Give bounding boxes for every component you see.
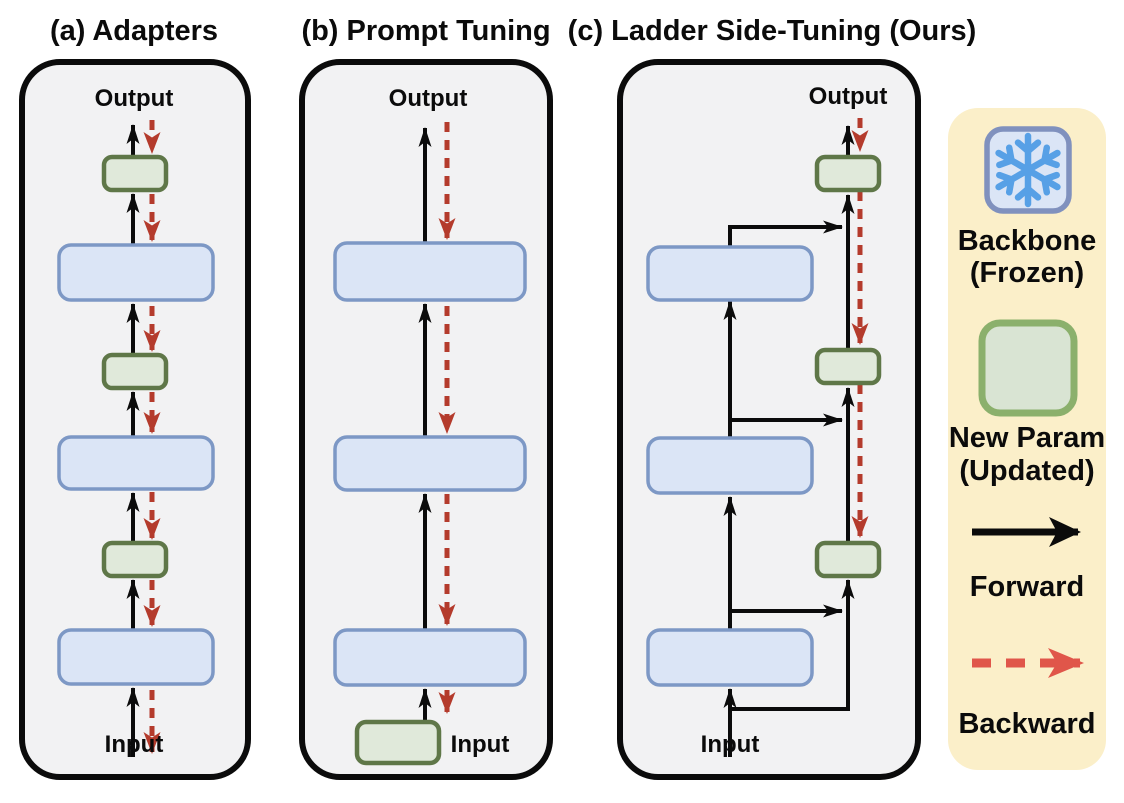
legend-backbone-sublabel: (Frozen) [970,257,1084,289]
ladder-branch-arrow [730,579,855,711]
panel-b-prompt-block [354,719,442,766]
panel-c-title: (c) Ladder Side-Tuning (Ours) [568,15,977,47]
legend-backbone-label: Backbone [958,225,1097,257]
panel-c-forward-arrows [723,125,855,757]
panel-a-backbone-block-2 [57,435,215,491]
legend-forward-label: Forward [970,571,1084,603]
panel-b-backbone-block-1 [333,241,527,302]
panel-c-side-block-1 [814,154,882,193]
legend-new-param-swatch [978,319,1078,417]
panel-b-input-label: Input [451,731,510,758]
panel-a-backbone-block-1 [57,243,215,302]
panel-c-side-block-2 [814,347,882,386]
panel-a-adapter-block-1 [101,154,169,193]
panel-b-prompt-tuning: Output Input [299,59,553,780]
panel-a-adapter-block-3 [101,540,169,579]
panel-c-output-label: Output [809,83,888,110]
panel-b-title: (b) Prompt Tuning [301,15,550,47]
panel-a-adapters: Output Input [19,59,251,780]
panel-b-backbone-block-3 [333,628,527,687]
panel-c-backbone-block-2 [646,436,814,495]
legend-panel [948,108,1106,770]
panel-b-backbone-block-2 [333,435,527,492]
legend-new-param-label: New Param [949,422,1105,454]
panel-a-adapter-block-2 [101,352,169,391]
legend-backward-label: Backward [958,708,1095,740]
legend: Backbone (Frozen) New Param (Updated) Fo… [948,108,1106,770]
panel-b-output-label: Output [389,85,468,112]
snowflake-icon [995,132,1061,208]
panel-c-backbone-block-1 [646,245,814,302]
panel-a-input-label: Input [105,731,164,758]
panel-c-backbone-block-3 [646,628,814,687]
panel-a-title: (a) Adapters [50,15,218,47]
legend-new-param-sublabel: (Updated) [959,455,1094,487]
panel-c-input-label: Input [701,731,760,758]
panel-a-output-label: Output [95,85,174,112]
panel-c-ladder-side-tuning: Output Input [617,59,921,780]
panel-a-backbone-block-3 [57,628,215,686]
panel-c-side-block-3 [814,540,882,579]
ladder-branch-arrow [728,220,843,247]
